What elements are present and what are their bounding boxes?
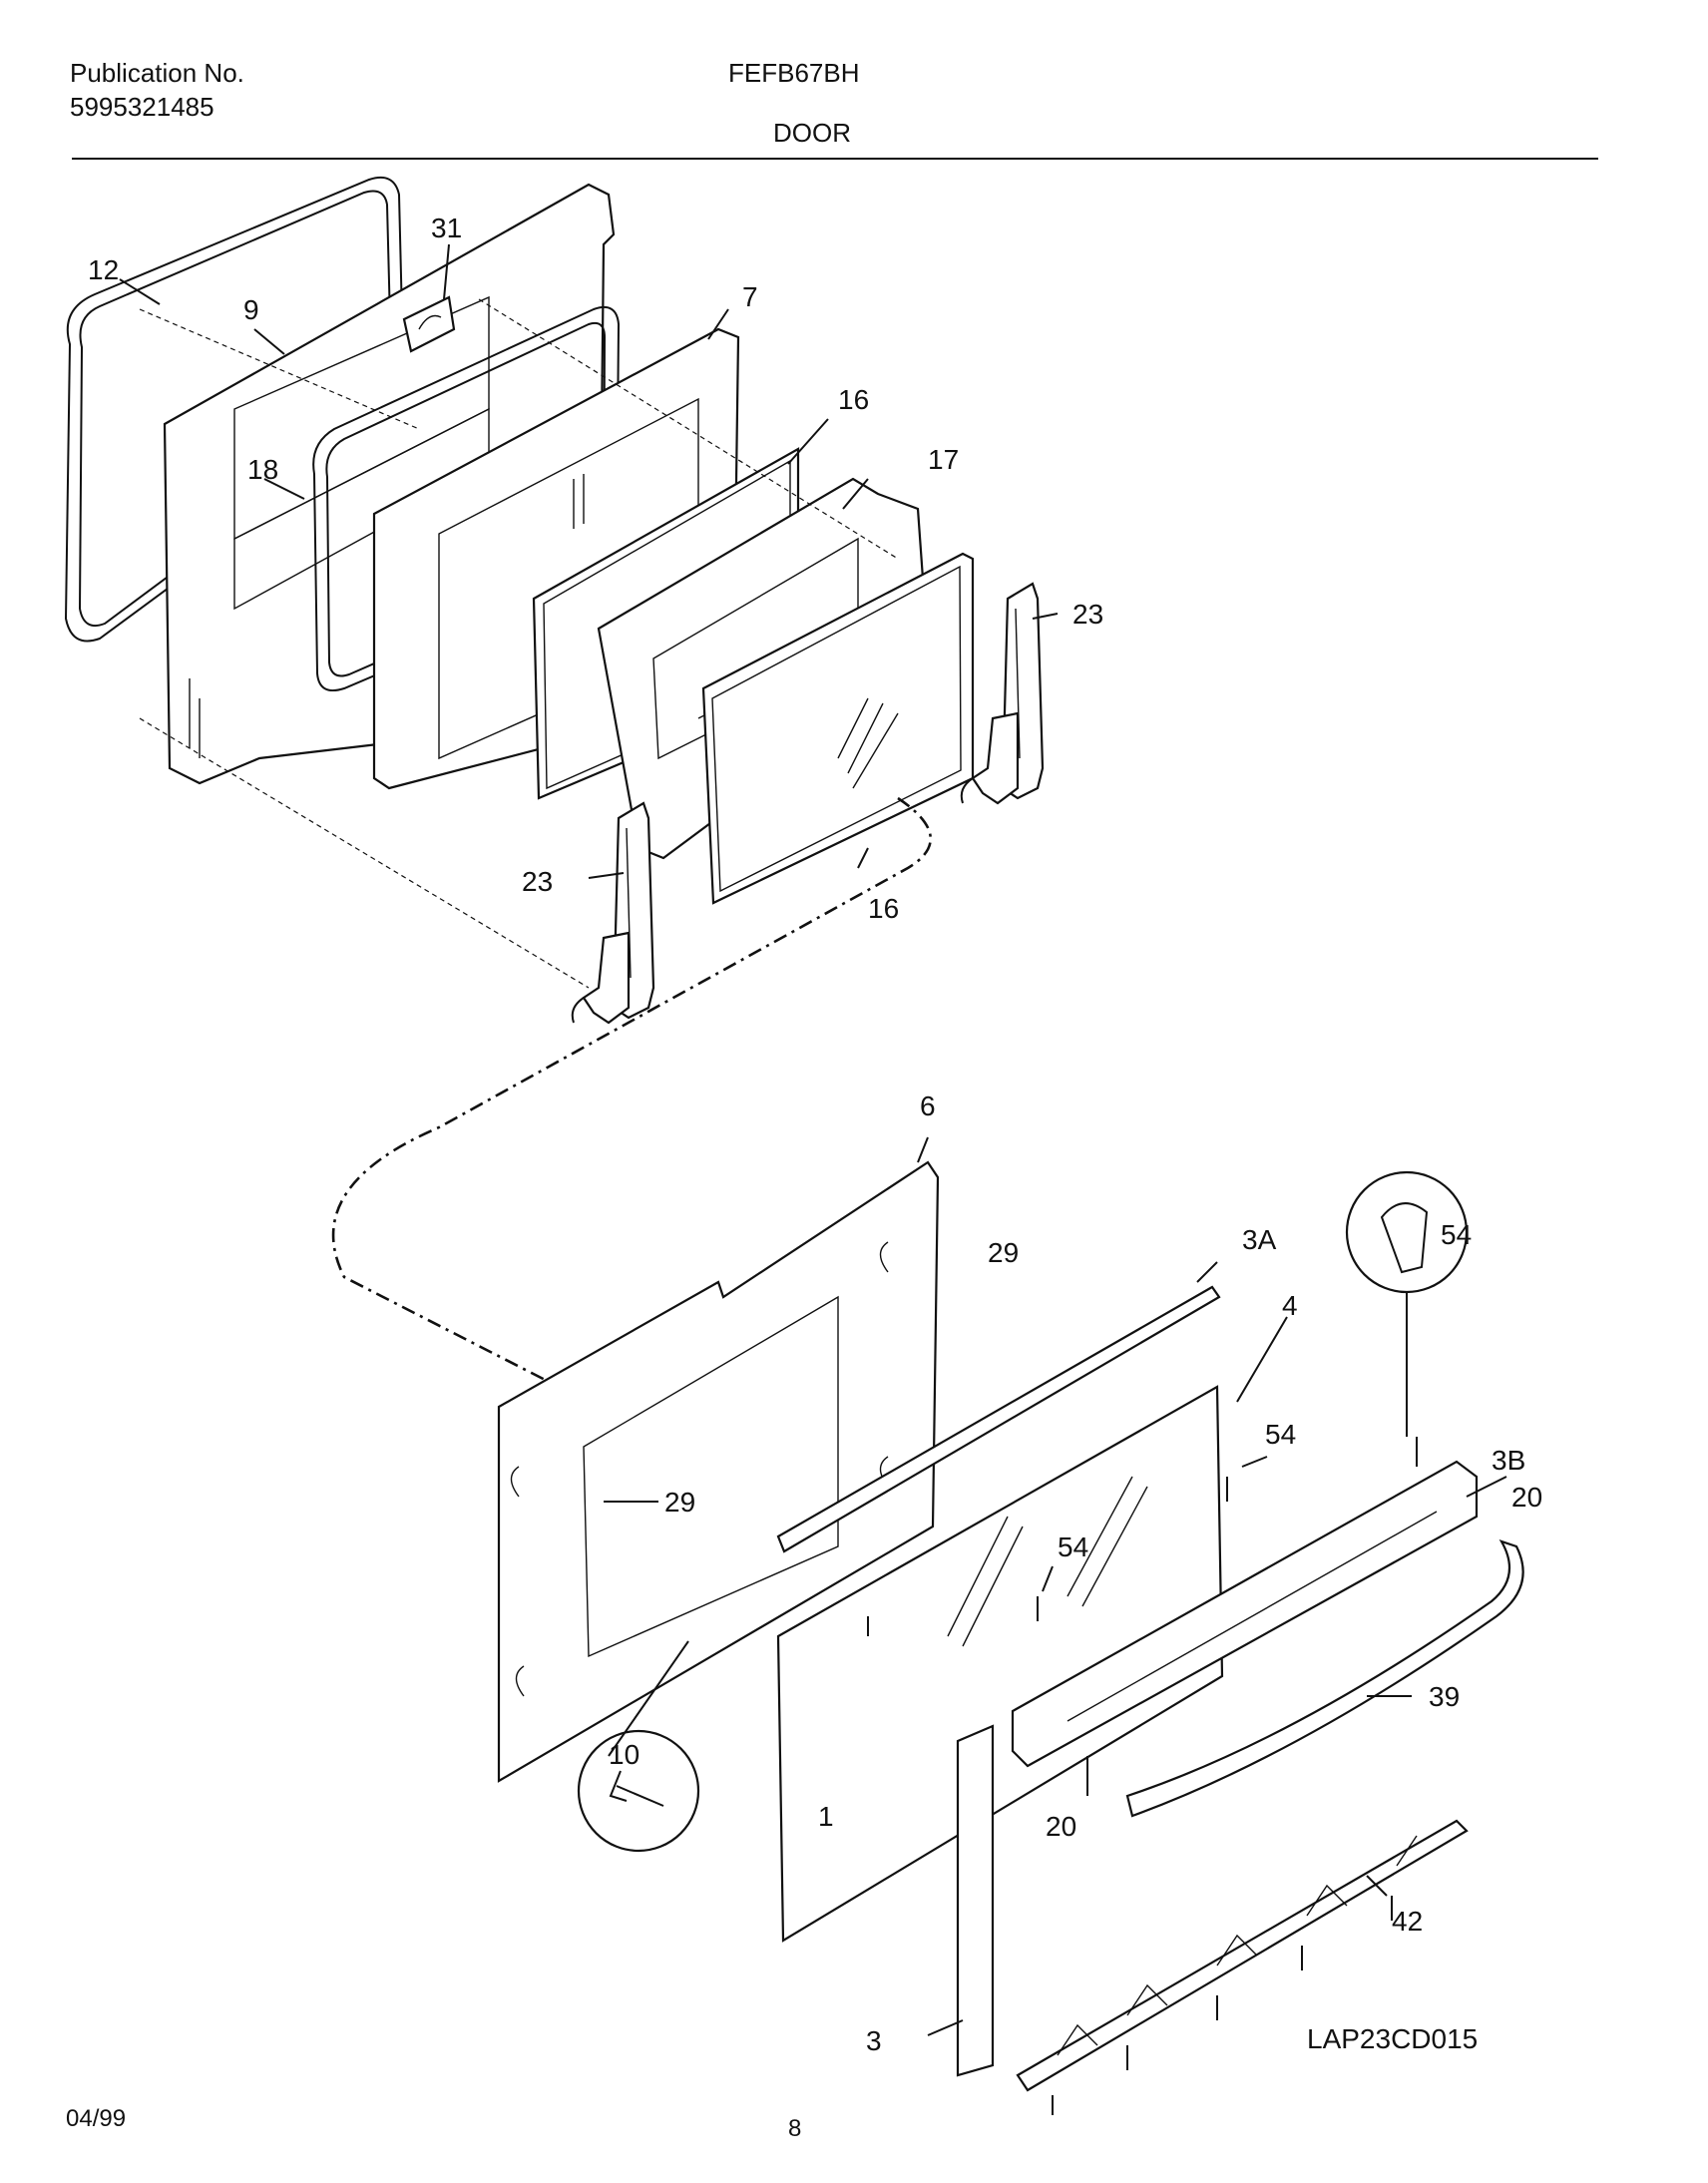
callout-12: 12	[88, 254, 119, 285]
callout-4: 4	[1282, 1290, 1298, 1321]
callout-54-left: 54	[1058, 1531, 1088, 1562]
callout-23-left: 23	[522, 866, 553, 897]
callout-54-mid: 54	[1265, 1419, 1296, 1450]
publication-date: 04/99	[66, 2105, 127, 2132]
callout-20-right: 20	[1511, 1482, 1542, 1513]
publication-label: Publication No.	[70, 58, 244, 88]
callout-7: 7	[742, 281, 758, 312]
door-trim-strip	[776, 1285, 1221, 1553]
model-number: FEFB67BH	[728, 58, 860, 88]
callout-16-upper: 16	[838, 384, 869, 415]
section-title: DOOR	[773, 118, 851, 148]
door-clip	[402, 295, 456, 353]
callout-18: 18	[247, 454, 278, 485]
callout-17: 17	[928, 444, 959, 475]
callout-42: 42	[1392, 1906, 1423, 1937]
detail-inset-screw	[577, 1729, 700, 1853]
door-hinge-right	[960, 582, 1045, 805]
callout-3A: 3A	[1242, 1224, 1277, 1255]
bottom-trim-rail	[1016, 1819, 1469, 2092]
callout-31: 31	[431, 213, 462, 243]
callout-29-right: 29	[988, 1237, 1019, 1268]
callout-29-left: 29	[664, 1487, 695, 1518]
callout-39: 39	[1429, 1681, 1460, 1712]
door-side-trim	[956, 1724, 995, 2077]
callout-23-right: 23	[1072, 599, 1103, 630]
page-number: 8	[788, 2115, 802, 2142]
callout-3B: 3B	[1492, 1445, 1525, 1476]
header-divider	[72, 158, 1598, 160]
door-hinge-left	[571, 801, 655, 1025]
outer-door-panel	[497, 1160, 940, 1783]
door-outer-glass	[776, 1385, 1224, 1943]
callout-10: 10	[609, 1739, 640, 1770]
callout-1: 1	[818, 1801, 834, 1832]
publication-number: 5995321485	[70, 92, 214, 122]
callout-6: 6	[920, 1091, 936, 1121]
callout-3: 3	[866, 2025, 882, 2056]
outer-door-glass	[701, 552, 975, 905]
callout-16-lower: 16	[868, 893, 899, 924]
callout-9: 9	[243, 294, 259, 325]
callout-20-left: 20	[1046, 1811, 1076, 1842]
handle-mounting-bracket	[1011, 1460, 1479, 1768]
door-handle	[1125, 1539, 1524, 1818]
callout-54-inset: 54	[1441, 1219, 1472, 1250]
diagram-code: LAP23CD015	[1307, 2023, 1479, 2054]
